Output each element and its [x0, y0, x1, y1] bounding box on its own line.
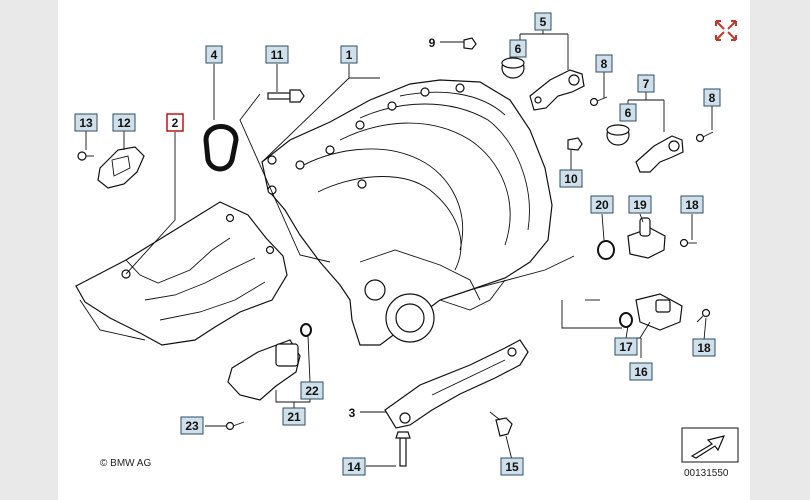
callout-12[interactable]: 12 [112, 113, 136, 132]
svg-text:8: 8 [601, 57, 608, 71]
svg-text:19: 19 [633, 198, 647, 212]
svg-text:1: 1 [346, 48, 353, 62]
callout-1[interactable]: 1 [340, 45, 358, 64]
bolt-14-part[interactable] [395, 431, 411, 467]
callout-5[interactable]: 5 [534, 12, 552, 31]
svg-text:21: 21 [287, 410, 301, 424]
sensor-bracket-upper-part[interactable] [529, 69, 585, 111]
svg-text:4: 4 [211, 48, 218, 62]
intake-manifold-part[interactable] [261, 79, 553, 346]
callout-11[interactable]: 11 [265, 45, 289, 64]
svg-text:13: 13 [79, 116, 93, 130]
callout-19[interactable]: 19 [628, 195, 652, 214]
svg-text:10: 10 [564, 172, 578, 186]
screw-18-upper-part[interactable] [679, 238, 698, 248]
callout-13[interactable]: 13 [74, 113, 98, 132]
support-bracket-part[interactable] [384, 339, 529, 429]
svg-text:23: 23 [185, 419, 199, 433]
svg-text:15: 15 [505, 460, 519, 474]
callout-18-upper[interactable]: 18 [680, 195, 704, 214]
svg-text:3: 3 [349, 406, 356, 420]
pressure-sensor-16-part[interactable] [635, 293, 683, 331]
cap-part-right[interactable] [606, 124, 630, 146]
callout-4[interactable]: 4 [205, 45, 223, 64]
callout-8-right[interactable]: 8 [703, 88, 721, 107]
svg-text:6: 6 [515, 42, 522, 56]
expand-arrows-icon[interactable] [715, 20, 737, 41]
nut-10-part[interactable] [567, 137, 583, 151]
callout-16[interactable]: 16 [629, 362, 653, 381]
nut-9-part[interactable] [463, 37, 477, 50]
callout-14[interactable]: 14 [342, 457, 366, 476]
screw-18-lower-part[interactable] [696, 308, 711, 323]
svg-text:6: 6 [625, 106, 632, 120]
callout-17[interactable]: 17 [614, 337, 638, 356]
sensor-19-part[interactable] [627, 217, 666, 259]
svg-text:8: 8 [709, 91, 716, 105]
o-ring-20-part[interactable] [597, 240, 615, 260]
actuator-21-part[interactable] [227, 339, 301, 401]
svg-text:18: 18 [697, 341, 711, 355]
callout-10[interactable]: 10 [559, 169, 583, 188]
callout-6-upper[interactable]: 6 [509, 39, 527, 58]
svg-text:16: 16 [634, 365, 648, 379]
svg-text:17: 17 [619, 340, 633, 354]
svg-text:9: 9 [429, 36, 436, 50]
svg-text:7: 7 [643, 77, 650, 91]
screw-8-right-part[interactable] [695, 131, 714, 143]
bolt-11-part[interactable] [267, 89, 305, 103]
svg-text:14: 14 [347, 460, 361, 474]
callout-2[interactable]: 2 [166, 113, 184, 132]
callout-9: 9 [429, 36, 436, 50]
gasket-ring-part[interactable] [203, 124, 239, 172]
leader-lines [79, 30, 713, 467]
svg-text:2: 2 [172, 116, 179, 130]
callout-18-lower[interactable]: 18 [692, 338, 716, 357]
image-number: 00131550 [684, 468, 729, 479]
callout-20[interactable]: 20 [590, 195, 614, 214]
screw-23-part[interactable] [225, 421, 245, 431]
orientation-arrow-icon [681, 427, 739, 463]
screw-8-upper-part[interactable] [589, 96, 608, 107]
callout-8-upper[interactable]: 8 [595, 54, 613, 73]
svg-text:20: 20 [595, 198, 609, 212]
svg-text:18: 18 [685, 198, 699, 212]
callout-7[interactable]: 7 [637, 74, 655, 93]
copyright-text: © BMW AG [100, 458, 151, 469]
cap-part-upper[interactable] [501, 57, 525, 79]
callout-15[interactable]: 15 [500, 457, 524, 476]
bracket-part[interactable] [97, 146, 145, 189]
sensor-bracket-right-part[interactable] [635, 135, 684, 173]
svg-text:11: 11 [271, 48, 284, 62]
heat-shield-part[interactable] [75, 201, 288, 346]
o-ring-22-part[interactable] [300, 323, 312, 337]
o-ring-17-part[interactable] [619, 312, 633, 328]
callout-3: 3 [349, 406, 356, 420]
callout-22[interactable]: 22 [300, 381, 324, 400]
svg-text:12: 12 [117, 116, 131, 130]
callout-23[interactable]: 23 [180, 416, 204, 435]
svg-text:5: 5 [540, 15, 547, 29]
small-screw-part[interactable] [77, 151, 94, 161]
callout-21[interactable]: 21 [282, 407, 306, 426]
callout-6-right[interactable]: 6 [619, 103, 637, 122]
svg-text:22: 22 [305, 384, 319, 398]
bolt-15-part[interactable] [489, 411, 513, 437]
